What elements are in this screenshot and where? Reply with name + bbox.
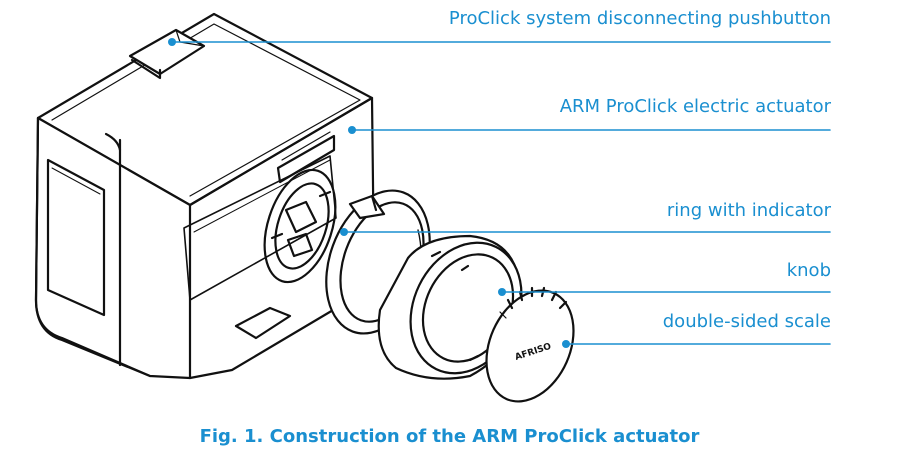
leader-dots bbox=[168, 38, 570, 348]
actuator-housing bbox=[34, 12, 376, 380]
figure-caption: Fig. 1. Construction of the ARM ProClick… bbox=[199, 426, 700, 447]
label-knob: knob bbox=[786, 260, 831, 281]
double-sided-scale: AFRISO bbox=[485, 286, 575, 403]
label-actuator: ARM ProClick electric actuator bbox=[559, 96, 831, 117]
label-scale: double-sided scale bbox=[662, 311, 831, 332]
label-ring: ring with indicator bbox=[666, 200, 831, 221]
drive-shaft bbox=[263, 168, 337, 284]
label-pushbutton: ProClick system disconnecting pushbutton bbox=[448, 8, 831, 29]
leader-lines bbox=[171, 41, 831, 345]
